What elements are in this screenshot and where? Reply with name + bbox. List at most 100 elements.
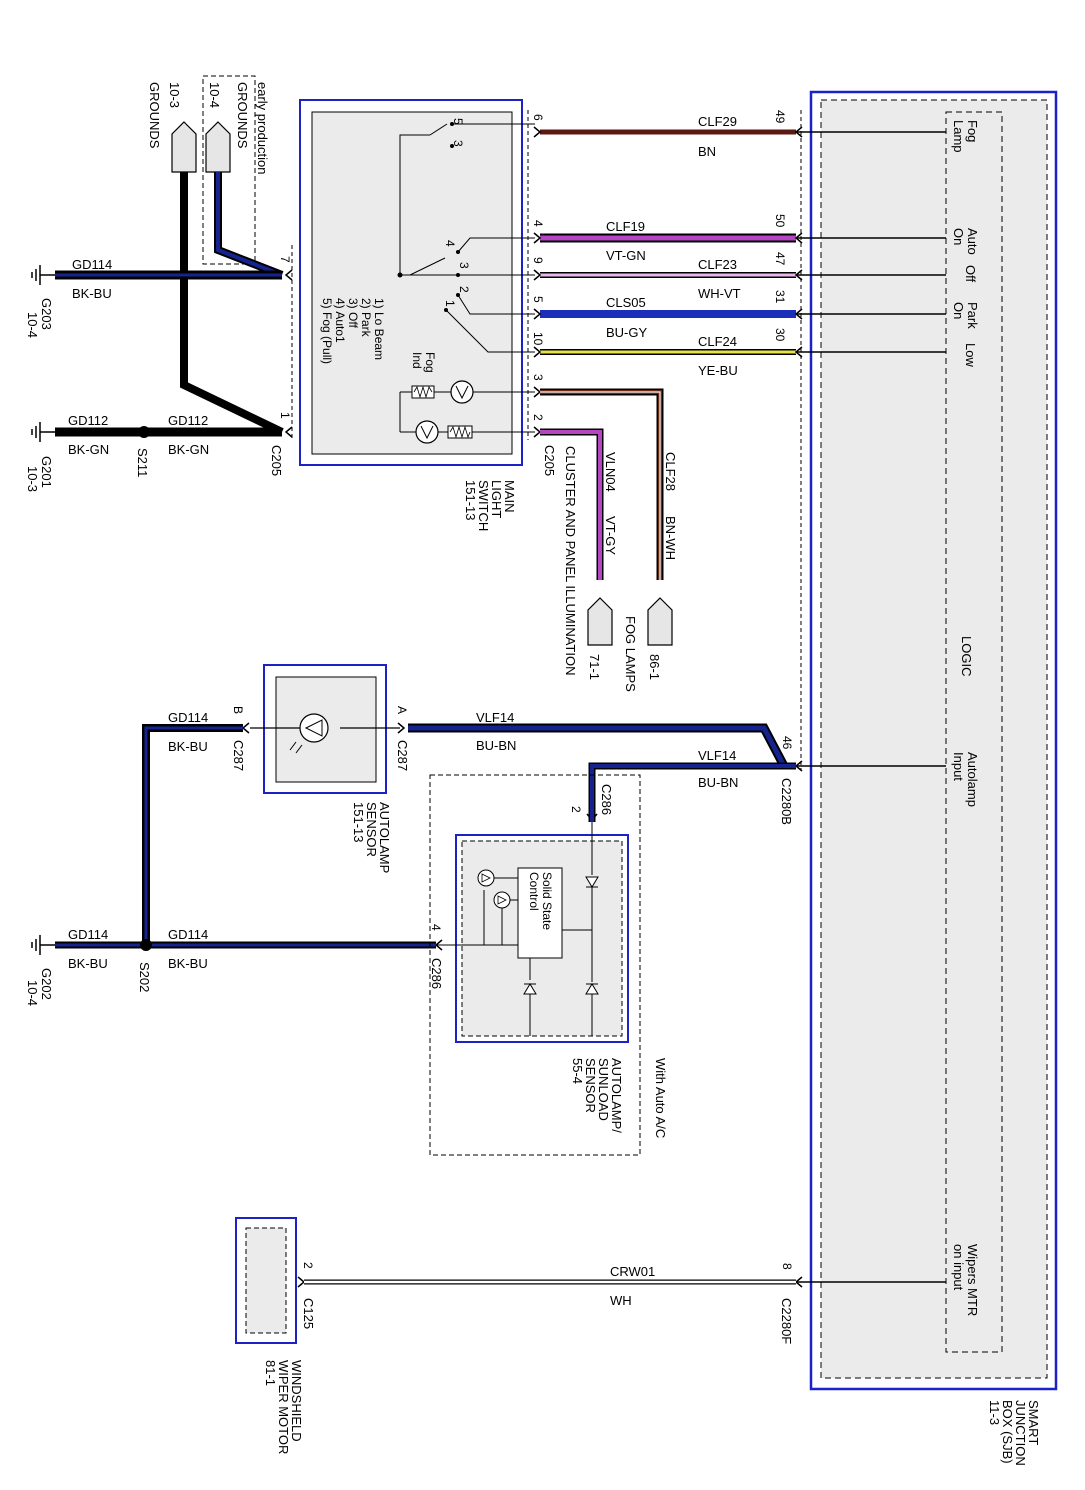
wire-color-label: BU-BN	[698, 775, 738, 790]
svg-text:9: 9	[531, 257, 545, 264]
sunload-sensor: Control Solid State AUTOLAMP/ SUNLOAD SE…	[429, 774, 668, 1156]
svg-text:5: 5	[531, 296, 545, 303]
cluster-illumination-reference: 71-1 CLUSTER AND PANEL ILLUMINATION	[563, 446, 613, 680]
splice-s211: S211	[135, 426, 150, 477]
svg-text:10-3: 10-3	[25, 466, 40, 492]
wire-color-label: BK-GN	[168, 442, 209, 457]
autolamp-sensor: AUTOLAMP SENSOR 151-13 B A C287 C287	[231, 664, 410, 873]
wire-circuit-label: GD112	[168, 413, 208, 428]
svg-text:WINDSHIELD: WINDSHIELD	[289, 1360, 304, 1442]
switch-contact-number: 1	[443, 300, 457, 307]
wire-color-label: BN	[698, 144, 716, 159]
svg-text:10: 10	[531, 332, 545, 346]
sjb-pin-label: On	[951, 228, 966, 245]
wire-circuit-label: CLF24	[698, 334, 737, 349]
svg-text:55-4: 55-4	[570, 1058, 585, 1084]
sunload-sensor-title: AUTOLAMP/ SUNLOAD SENSOR 55-4	[570, 1058, 624, 1133]
connector-label: C286	[429, 958, 444, 989]
wire-circuit-label: GD114	[168, 710, 208, 725]
switch-contact-number: 3	[451, 140, 465, 147]
wire-vlf14: VLF14 BU-BN VLF14 BU-BN	[408, 710, 946, 822]
svg-text:81-1: 81-1	[263, 1360, 278, 1386]
autolamp-sensor-title: AUTOLAMP SENSOR 151-13	[351, 802, 392, 873]
sjb-pin-label: Autolamp	[965, 752, 980, 807]
photodiode-icon	[477, 869, 495, 887]
splice-s202: S202	[137, 939, 152, 992]
wire-color-label: BK-BU	[72, 286, 112, 301]
svg-text:30: 30	[773, 328, 787, 342]
sjb-pin-label: Input	[951, 752, 966, 781]
svg-text:151-13: 151-13	[351, 802, 366, 842]
wire-crw01: CRW01 WH	[304, 1264, 946, 1308]
svg-text:G203: G203	[39, 298, 54, 330]
svg-text:early production: early production	[255, 82, 270, 175]
wire-circuit-label: VLF14	[476, 710, 514, 725]
svg-text:3: 3	[531, 374, 545, 381]
svg-text:SUNLOAD: SUNLOAD	[596, 1058, 611, 1121]
svg-text:46: 46	[780, 736, 794, 750]
sjb-pin-label: Auto	[965, 228, 980, 255]
svg-text:G201: G201	[39, 456, 54, 488]
svg-text:CLUSTER AND PANEL ILLUMINATION: CLUSTER AND PANEL ILLUMINATION	[563, 446, 578, 675]
wire-circuit-label: CLF28	[663, 452, 678, 491]
lamp-icon	[415, 420, 439, 444]
svg-text:2) Park: 2) Park	[359, 298, 373, 338]
wire-color-label: BK-GN	[68, 442, 109, 457]
svg-text:MAIN: MAIN	[502, 480, 517, 513]
wire-clf19: CLF19 VT-GN	[540, 219, 946, 263]
svg-text:4) Auto1: 4) Auto1	[333, 298, 347, 343]
control-label: Control	[527, 872, 541, 911]
wire-circuit-label: GD114	[72, 257, 112, 272]
wire-vln04: VLN04 VT-GY	[540, 428, 618, 580]
wire-color-label: YE-BU	[698, 363, 738, 378]
svg-text:GROUNDS: GROUNDS	[147, 82, 162, 149]
svg-text:151-13: 151-13	[463, 480, 478, 520]
fog-lamps-reference: 86-1 FOG LAMPS	[623, 597, 673, 692]
switch-contact-number: 3	[457, 262, 471, 269]
svg-text:FOG LAMPS: FOG LAMPS	[623, 616, 638, 692]
wire-color-label: WH	[610, 1293, 632, 1308]
switch-contact-number: 4	[443, 240, 457, 247]
svg-text:1) Lo Beam: 1) Lo Beam	[372, 298, 386, 360]
connector-pin: 2	[301, 1262, 315, 1269]
ground-g201: G201 10-3	[25, 421, 55, 492]
sjb-pin-label: On	[951, 302, 966, 319]
svg-text:10-4: 10-4	[25, 980, 40, 1006]
svg-text:G202: G202	[39, 968, 54, 1000]
wire-color-label: VT-GN	[606, 248, 646, 263]
connector-label: C205	[269, 445, 284, 476]
wire-circuit-label: VLN04	[603, 452, 618, 492]
connector-label: C2280B	[779, 778, 794, 825]
svg-text:7: 7	[278, 256, 292, 263]
sjb-pin-label: Lamp	[951, 120, 966, 153]
svg-text:4: 4	[531, 220, 545, 227]
main-light-switch-title: MAIN LIGHT SWITCH 151-13	[463, 480, 517, 531]
grounds-10-4: 10-4 GROUNDS early production	[202, 75, 270, 265]
windshield-wiper-motor: WINDSHIELD WIPER MOTOR 81-1	[235, 1217, 304, 1454]
wire-clf28: CLF28 BN-WH	[540, 388, 678, 580]
connector-label: C286	[599, 784, 614, 815]
svg-text:6: 6	[531, 114, 545, 121]
svg-text:WIPER MOTOR: WIPER MOTOR	[276, 1360, 291, 1454]
sjb-title: JUNCTION	[1013, 1400, 1028, 1466]
control-label: Solid State	[540, 872, 554, 930]
wire-circuit-label: CLS05	[606, 295, 646, 310]
wire-color-label: BK-BU	[168, 739, 208, 754]
ground-g203: G203 10-4	[25, 264, 55, 338]
sjb-pin-label: Wipers MTR	[965, 1244, 980, 1316]
wire-circuit-label: CLF23	[698, 257, 737, 272]
wire-clf24: CLF24 YE-BU	[540, 334, 946, 378]
switch-position-legend: 5) Fog (Pull) 4) Auto1 3) Off 2) Park 1)…	[320, 298, 386, 364]
svg-text:49: 49	[773, 110, 787, 124]
svg-text:LIGHT: LIGHT	[489, 480, 504, 518]
wire-circuit-label: CLF29	[698, 114, 737, 129]
wire-circuit-label: VLF14	[698, 748, 736, 763]
wire-color-label: BU-GY	[606, 325, 648, 340]
switch-contact-number: 2	[457, 286, 471, 293]
svg-text:S202: S202	[137, 962, 152, 992]
svg-text:71-1: 71-1	[587, 654, 602, 680]
svg-text:31: 31	[773, 290, 787, 304]
sjb-pin-label: Park	[965, 302, 980, 329]
svg-text:1: 1	[278, 412, 292, 419]
